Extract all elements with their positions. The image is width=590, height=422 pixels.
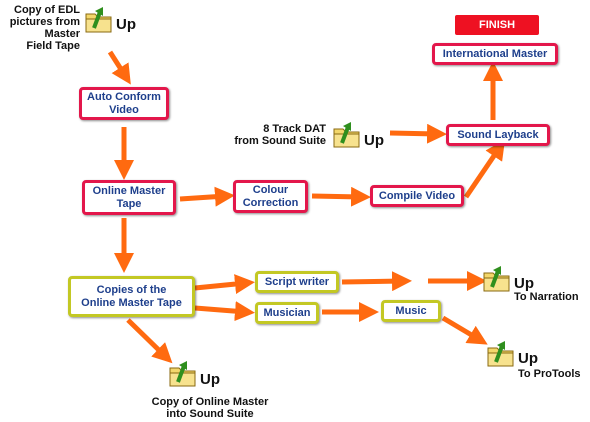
arrow-music-to-protools	[441, 315, 488, 345]
up-folder-protools[interactable]: Up	[486, 338, 538, 368]
script-writer-box: Script writer	[255, 271, 339, 293]
arrow-copies-to-musician	[194, 301, 255, 322]
up-folder-sound-suite[interactable]: Up	[168, 357, 220, 389]
up-label: Up	[200, 371, 220, 388]
arrow-scriptwriter-mid	[341, 271, 412, 292]
folder-up-icon	[168, 357, 198, 389]
folder-up-icon	[332, 118, 362, 150]
up-folder-dat[interactable]: Up	[332, 118, 384, 150]
online-master-tape-box: Online Master Tape	[82, 180, 176, 215]
note-copy-edl: Copy of EDL pictures from Master Field T…	[9, 4, 80, 52]
finish-label: FINISH	[455, 15, 539, 35]
note-8-track-dat: 8 Track DAT from Sound Suite	[234, 123, 326, 147]
up-label: Up	[514, 275, 534, 292]
up-folder-edl[interactable]: Up	[84, 4, 136, 34]
up-label: Up	[364, 132, 384, 149]
arrow-online-to-colour	[179, 186, 235, 207]
auto-conform-video-box: Auto Conform Video	[79, 87, 169, 120]
musician-box: Musician	[255, 302, 319, 324]
arrow-compile-to-layback	[463, 139, 506, 199]
colour-correction-box: Colour Correction	[233, 180, 308, 213]
up-folder-narration[interactable]: Up	[482, 263, 534, 293]
arrow-copies-to-scriptwriter	[194, 274, 255, 295]
arrow-dat-to-layback	[389, 123, 447, 144]
up-label: Up	[116, 16, 136, 33]
arrow-edl-to-autoconform	[107, 50, 131, 85]
note-to-narration: To Narration	[514, 291, 579, 303]
note-copy-online-master: Copy of Online Master into Sound Suite	[151, 396, 269, 420]
arrow-copies-to-sound-suite	[126, 318, 173, 364]
note-to-protools: To ProTools	[518, 368, 581, 380]
folder-up-icon	[482, 263, 512, 293]
international-master-box: International Master	[432, 43, 558, 65]
folder-up-icon	[84, 4, 114, 34]
copies-online-master-box: Copies of the Online Master Tape	[68, 276, 195, 317]
folder-up-icon	[486, 338, 516, 368]
compile-video-box: Compile Video	[370, 185, 464, 207]
arrow-colour-to-compile	[311, 186, 371, 207]
up-label: Up	[518, 350, 538, 367]
music-box: Music	[381, 300, 441, 322]
sound-layback-box: Sound Layback	[446, 124, 550, 146]
